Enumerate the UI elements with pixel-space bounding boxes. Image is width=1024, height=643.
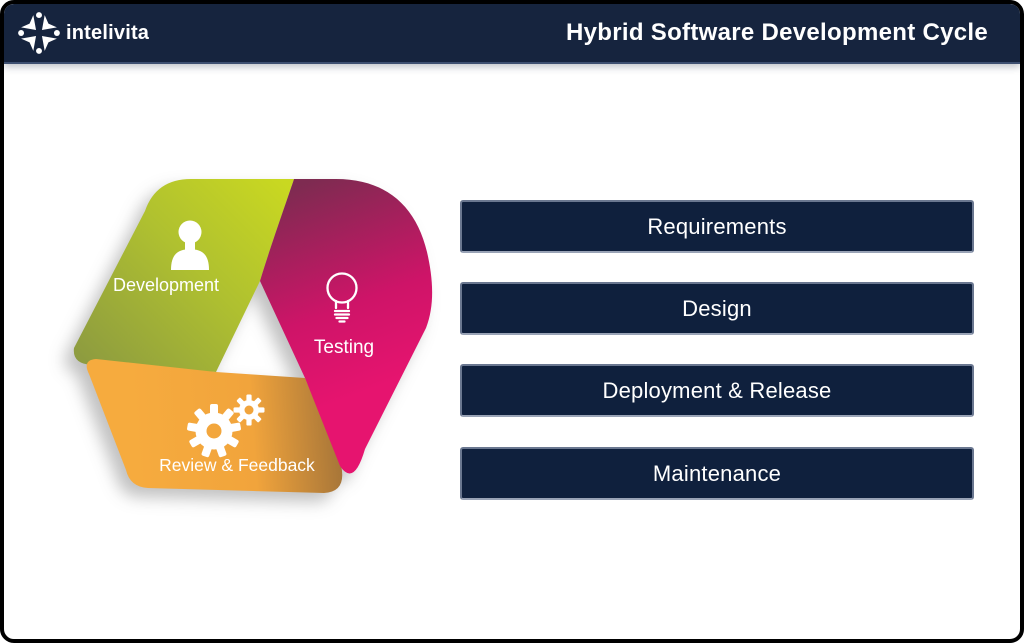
page-title: Hybrid Software Development Cycle xyxy=(565,19,988,46)
phase-label: Design xyxy=(682,295,752,321)
gears-icon xyxy=(187,394,265,458)
logo: intelivita xyxy=(18,10,149,56)
phase-bar-requirements: Requirements xyxy=(460,200,974,253)
phase-label: Requirements xyxy=(647,213,787,239)
testing-ribbon xyxy=(260,179,433,474)
phase-label: Maintenance xyxy=(652,460,782,486)
lightbulb-icon xyxy=(326,272,358,323)
header-bar: intelivita Hybrid Software Development C… xyxy=(4,4,1020,64)
development-ribbon xyxy=(73,179,295,372)
phase-bar-maintenance: Maintenance xyxy=(460,447,974,500)
testing-label: Testing xyxy=(314,337,374,358)
cycle-diagram: Development Testing xyxy=(73,179,433,493)
intelivita-star-icon xyxy=(18,12,60,54)
review-feedback-label: Review & Feedback xyxy=(159,455,315,475)
phase-label: Deployment & Release xyxy=(602,377,832,403)
person-icon xyxy=(171,220,209,270)
development-label: Development xyxy=(113,275,219,295)
logo-text: intelivita xyxy=(66,21,150,44)
phase-bar-design: Design xyxy=(460,282,974,335)
phase-bar-deployment-release: Deployment & Release xyxy=(460,364,974,417)
